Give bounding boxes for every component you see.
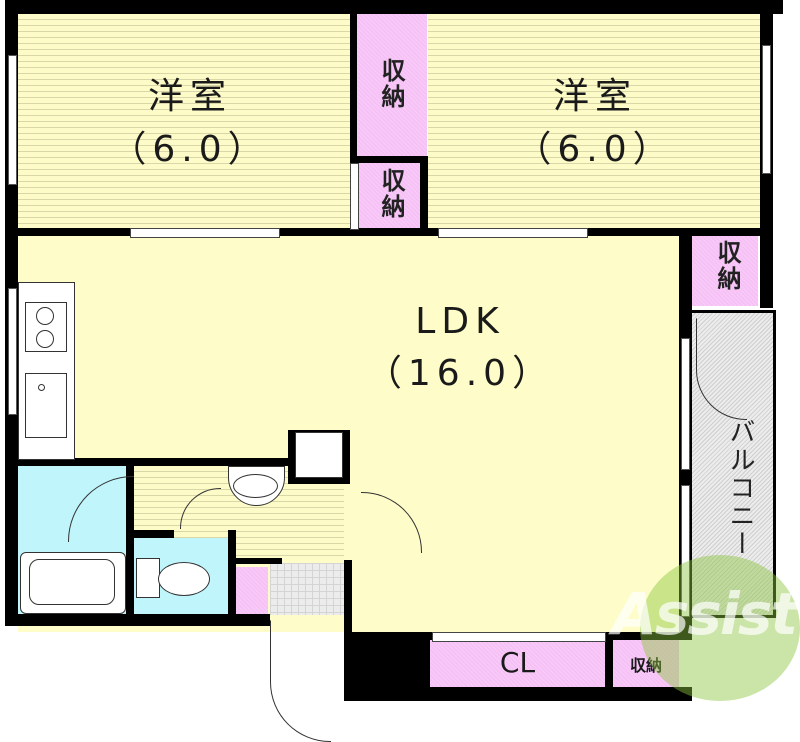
wall-storage-right [420,156,428,236]
watermark-text: Assist [612,580,798,648]
room-size-western-left: （6.0） [110,129,270,170]
burner-icon [36,307,54,325]
window-right-room [762,45,771,174]
wall-between-rooms [350,14,357,228]
bathtub [20,552,126,614]
toilet [136,558,160,598]
balcony-label: バルコニー [725,418,755,558]
storage-right [692,236,758,306]
bathtub-inner [29,559,115,605]
western-room-left [18,14,350,228]
window-ldk-balcony-2 [681,485,690,617]
storage-label-right: 収納 [713,240,741,292]
storage-bottom [613,640,679,687]
storage-label-top-tall: 収納 [377,58,405,110]
room-name-western-right: 洋室 [552,76,637,117]
wall-entrance-storage-top [236,558,282,564]
room-size-ldk: （16.0） [365,353,555,394]
room-name-western-left: 洋室 [147,76,232,117]
kitchen-sink [25,373,67,438]
stove [25,302,67,352]
burner-icon [36,330,54,348]
basin-bowl [233,474,278,498]
entrance-genkan [270,563,344,615]
watermark-logo [640,555,800,701]
sliding-door-right-room[interactable] [438,228,588,238]
wall-bottom-left [5,614,270,626]
wall-top [5,0,783,14]
wall-kitchen-bottom [18,458,288,466]
window-left-room [8,55,17,185]
storage-label-bottom: 収納 [629,656,662,675]
storage-top-tall [357,14,427,156]
wall-bottom-left-cl [352,632,430,692]
window-kitchen [8,288,17,415]
storage-top-small [357,163,420,228]
sliding-door-left-room[interactable] [130,228,280,238]
room-name-ldk: LDK [415,301,505,342]
western-room-right [428,14,760,228]
toilet-bowl [158,562,210,596]
closet-label: CL [499,646,536,679]
closet [430,640,605,687]
wall-bath-right [126,466,134,614]
faucet-icon [38,384,45,391]
wall-storage-divider [350,156,428,163]
storage-label-top-small: 収納 [377,168,405,220]
pipe-space [295,432,343,478]
storage-entrance [236,567,268,614]
sliding-door-closet[interactable] [432,632,606,642]
wall-toilet-top [134,530,174,538]
wall-rooms-ldk [18,228,760,236]
window-ldk-balcony-1 [681,338,690,470]
sliding-door-storage-top[interactable] [350,163,359,230]
room-size-western-right: （6.0） [515,129,675,170]
wall-entrance-right [344,560,352,700]
wall-toilet-right [228,530,236,614]
wall-cl-divider [605,632,613,692]
